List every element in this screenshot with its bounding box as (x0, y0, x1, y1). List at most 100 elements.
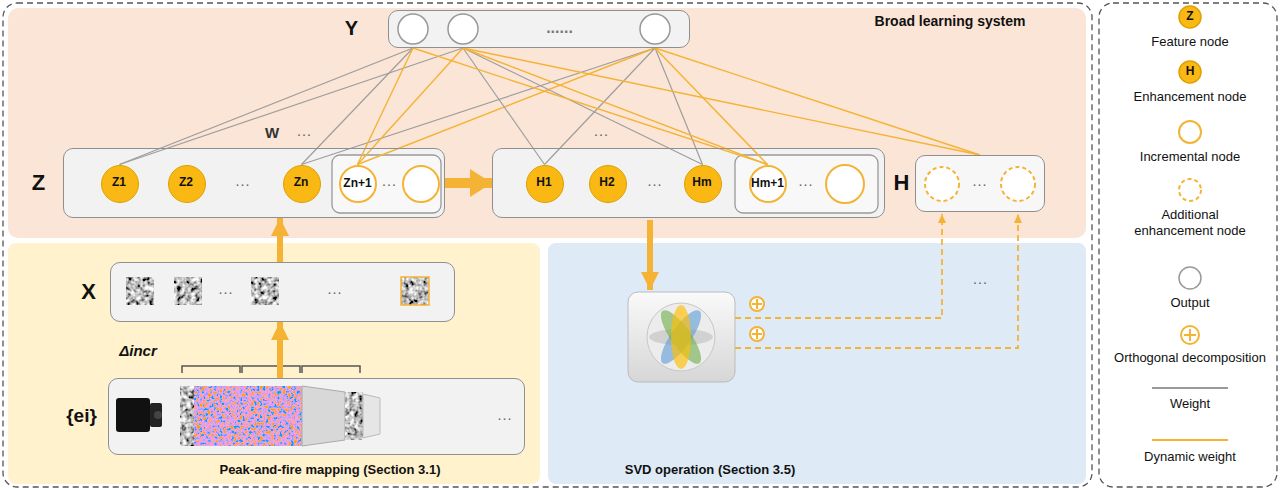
output-node (398, 14, 670, 44)
legend-sample (1179, 179, 1201, 201)
legend-sample (1184, 329, 1196, 341)
node-group: ······H1H2HmHm+1 (492, 148, 885, 218)
legend-text: Additional enhancement node (1130, 206, 1250, 240)
group-fill (63, 10, 1045, 455)
node-group: {ei}··· (108, 378, 525, 455)
connector-path (277, 218, 283, 262)
orthogonal-symbol (752, 299, 762, 309)
event-stream (194, 386, 302, 446)
legend-text: Enhancement node (1110, 89, 1270, 105)
legend-sample (1179, 6, 1201, 28)
ellipsis: ··· (212, 280, 240, 304)
event-frame-image (401, 277, 429, 305)
legend-text: Orthogonal decomposition (1104, 350, 1276, 366)
ellipsis: ··· (229, 172, 257, 196)
event-frame-image (126, 277, 154, 305)
incremental-box (332, 155, 878, 213)
region-band (548, 243, 1086, 484)
ellipsis: ··· (792, 172, 820, 196)
node-label: Hm (683, 164, 721, 202)
connector-path (445, 178, 492, 188)
legend-text: Feature node (1110, 34, 1270, 50)
event-frame-image (174, 277, 202, 305)
weight-label: W (262, 124, 282, 142)
region-band (8, 8, 1086, 238)
incremental-node (403, 165, 864, 203)
ellipsis: ··· (965, 172, 995, 196)
region-band: Peak-and-fire mapping (Section 3.1) X····… (8, 243, 540, 484)
panel-frame (3, 3, 1092, 487)
svd-icon (654, 305, 707, 369)
legend-sample (1179, 267, 1201, 289)
legend-symbol-letter: Z (1180, 8, 1200, 26)
region-title: SVD operation (Section 3.5) (600, 460, 820, 480)
legend-sample (1179, 61, 1201, 83)
legend-text: Weight (1110, 396, 1270, 412)
event-camera (154, 411, 162, 419)
svd-icon (654, 305, 707, 369)
legend-text: Dynamic weight (1110, 449, 1270, 465)
event-stream (302, 386, 345, 446)
region-band: SVD operation (Section 3.5) (548, 243, 1086, 484)
orthogonal-symbol (750, 297, 764, 311)
interval-bracket (182, 366, 360, 373)
group-label: Y (332, 11, 372, 47)
interval-label: Δincr (106, 340, 170, 362)
legend-sample (1181, 326, 1199, 344)
event-frame-image (251, 277, 279, 305)
event-camera (116, 398, 162, 432)
orthogonal-symbol (752, 329, 762, 339)
region-title: Peak-and-fire mapping (Section 3.1) (150, 460, 510, 480)
orthogonal-symbol (750, 297, 764, 341)
flow-arrow (647, 220, 653, 290)
output-node (448, 14, 478, 44)
event-frame-image (401, 277, 429, 305)
additional-enhancement-node (1001, 167, 1035, 201)
flow-arrow (735, 214, 942, 318)
connector-path (463, 48, 980, 155)
connector-path (655, 48, 980, 155)
node-label: H2 (588, 164, 626, 202)
group-label: X (70, 274, 108, 310)
legend-sample (1152, 387, 1228, 389)
group-fill (915, 155, 1045, 212)
group-fill (63, 148, 445, 218)
legend-sample (1152, 439, 1228, 441)
incremental-node: Hm+1 (749, 165, 787, 203)
incremental-node (826, 165, 864, 203)
node-label: Zn (282, 164, 320, 202)
legend-text: Output (1110, 295, 1270, 311)
incremental-node (403, 166, 439, 202)
feature-node: Z2 (168, 165, 206, 203)
event-stream (363, 394, 380, 438)
node-group: H··· (915, 155, 1045, 212)
flow-arrow (280, 218, 281, 262)
event-stream (180, 386, 380, 446)
legend-symbol-letter: H (1180, 63, 1200, 81)
ellipsis: ··· (590, 126, 612, 142)
group-fill (108, 378, 525, 455)
node-label: Zn+1 (339, 165, 377, 203)
panel-frame (3, 3, 1277, 487)
event-frame-image (126, 277, 429, 305)
node-group: X······ (110, 262, 455, 322)
group-fill (110, 262, 455, 322)
region-band: Broad learning systemY......Z······Z1Z2Z… (8, 8, 1086, 238)
legend-sample (1179, 121, 1201, 143)
region-band (8, 8, 1086, 484)
additional-enhancement-node (925, 167, 959, 201)
ellipsis: ··· (294, 126, 314, 142)
region-title: Broad learning system (860, 11, 1040, 31)
orthogonal-symbol (750, 327, 764, 341)
incremental-box (735, 155, 878, 213)
legend-text: Incremental node (1110, 149, 1270, 165)
node-label: H1 (525, 164, 563, 202)
additional-enhancement-node (925, 167, 1035, 201)
event-camera (116, 398, 150, 432)
panel-frame (1099, 3, 1277, 487)
feature-node: Hm (684, 165, 722, 203)
node-group: Y...... (388, 10, 690, 48)
